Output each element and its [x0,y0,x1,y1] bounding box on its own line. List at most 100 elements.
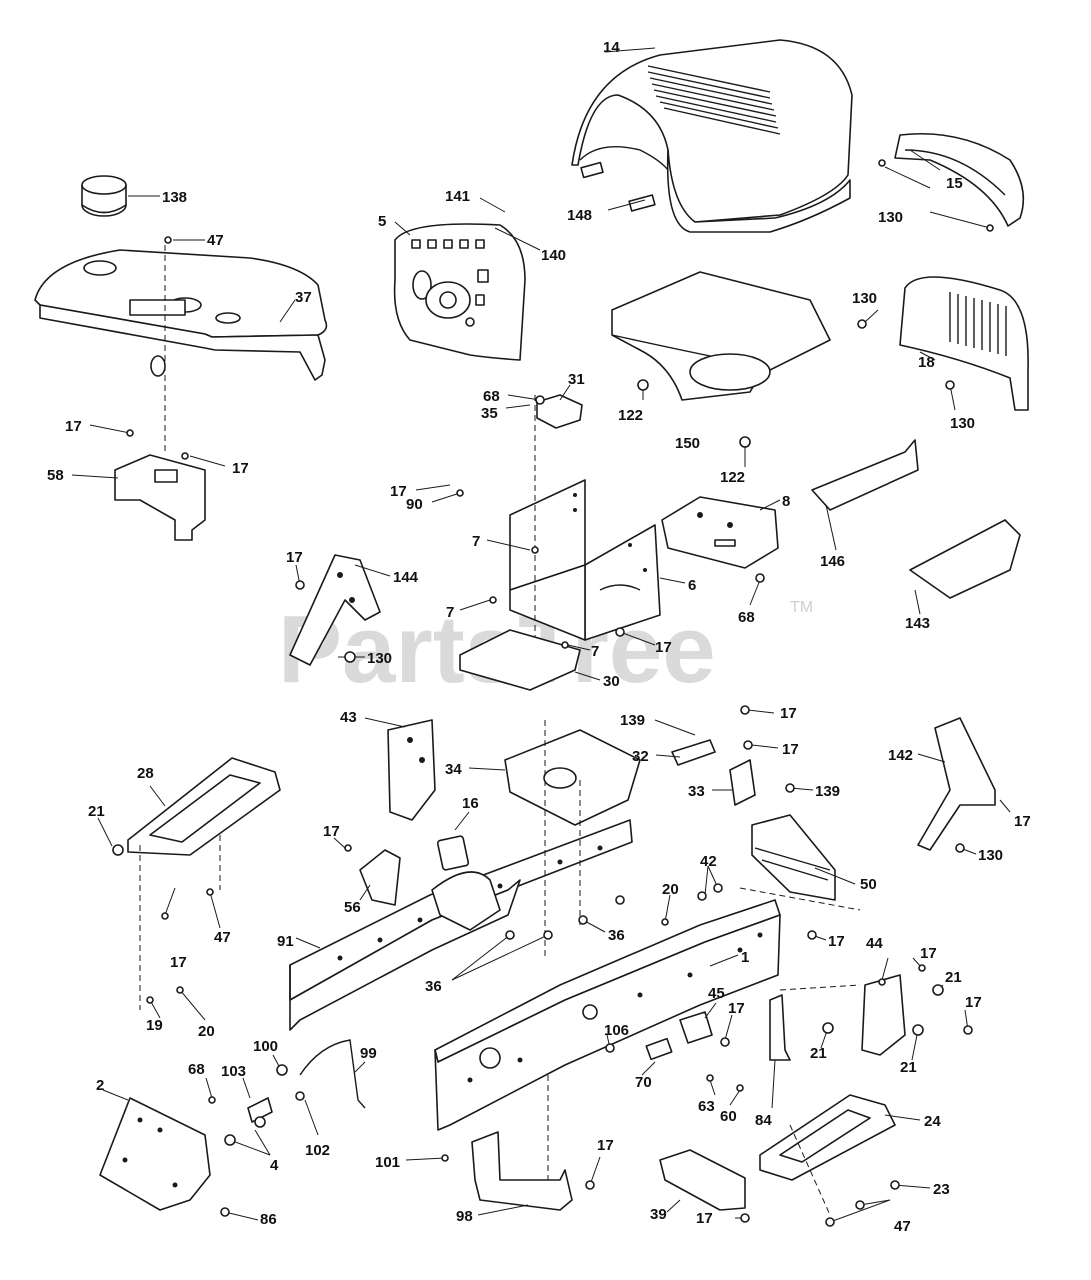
callout-4: 4 [270,1157,279,1174]
callout-63: 63 [698,1098,715,1115]
frame-right-part [434,899,781,1131]
bracket-45-part [679,1011,713,1044]
callout-6: 6 [688,577,696,594]
seat-pan-part [611,271,831,401]
callout-58: 58 [47,467,64,484]
bracket-31-part [536,394,583,429]
dash-panel-part [393,223,526,361]
callout-2: 2 [96,1077,104,1094]
callout-28: 28 [137,765,154,782]
bracket-142-part [917,717,996,851]
support-plate-part [661,496,779,569]
callout-90: 90 [406,496,423,513]
footrest-part [759,1094,896,1181]
callout-20: 20 [662,881,679,898]
callout-17: 17 [232,460,249,477]
frame-left-part [289,819,633,1031]
callout-68: 68 [188,1061,205,1078]
bracket-144-part [289,554,381,666]
callout-39: 39 [650,1206,667,1223]
callout-17: 17 [65,418,82,435]
bracket-56-part [359,849,401,906]
callout-106: 106 [604,1022,629,1039]
callout-150: 150 [675,435,700,452]
callout-47: 47 [894,1218,911,1235]
callout-43: 43 [340,709,357,726]
callout-17: 17 [780,705,797,722]
callout-31: 31 [568,371,585,388]
callout-32: 32 [632,748,649,765]
fuel-cap-part [81,175,127,217]
grommet-16-part [436,835,470,871]
callout-1: 1 [741,949,749,966]
callout-84: 84 [755,1112,772,1129]
bracket-50-part [751,814,836,901]
callout-15: 15 [946,175,963,192]
callout-36: 36 [608,927,625,944]
callout-30: 30 [603,673,620,690]
shield-143-part [909,519,1021,599]
callout-130: 130 [950,415,975,432]
bracket-33-part [729,759,756,806]
rod-99-part [299,1039,366,1109]
callout-17: 17 [965,994,982,1011]
callout-144: 144 [393,569,419,586]
callout-17: 17 [828,933,845,950]
seat-bracket-part [114,454,206,541]
callout-14: 14 [603,39,620,56]
callout-99: 99 [360,1045,377,1062]
callout-130: 130 [367,650,392,667]
callout-141: 141 [445,188,470,205]
callout-101: 101 [375,1154,400,1171]
plate-34-part [504,729,641,826]
bracket-98-part [471,1131,573,1211]
callout-37: 37 [295,289,312,306]
callout-44: 44 [866,935,883,952]
callout-7: 7 [591,643,599,660]
bracket-43-part [387,719,436,821]
callout-7: 7 [472,533,480,550]
callout-21: 21 [900,1059,917,1076]
callout-140: 140 [541,247,566,264]
callout-5: 5 [378,213,386,230]
plate-2-part [99,1097,211,1211]
callout-130: 130 [852,290,877,307]
callout-17: 17 [1014,813,1031,830]
hood-part [571,39,853,233]
grille-top-part [894,132,1025,227]
callout-17: 17 [920,945,937,962]
console-tower-part [509,479,661,641]
callout-17: 17 [655,639,672,656]
callout-130: 130 [878,209,903,226]
callout-17: 17 [390,483,407,500]
grille-part [899,276,1029,411]
pan-part [34,245,328,455]
callout-122: 122 [618,407,643,424]
callout-36: 36 [425,978,442,995]
callout-98: 98 [456,1208,473,1225]
plate-30-part [459,629,581,691]
callout-17: 17 [728,1000,745,1017]
bracket-84-part [769,994,791,1061]
callout-60: 60 [720,1108,737,1125]
callout-122: 122 [720,469,745,486]
callout-70: 70 [635,1074,652,1091]
callout-21: 21 [810,1045,827,1062]
callout-17: 17 [170,954,187,971]
bracket-44-part [861,974,906,1056]
shield-146-part [811,439,919,511]
callout-17: 17 [782,741,799,758]
callout-17: 17 [323,823,340,840]
callout-45: 45 [708,985,725,1002]
spacer-70-part [645,1037,673,1061]
callout-8: 8 [782,493,790,510]
callout-102: 102 [305,1142,330,1159]
bracket-32-part [671,739,716,766]
callout-130: 130 [978,847,1003,864]
hardware-markers [112,159,994,1227]
callout-34: 34 [445,761,462,778]
watermark-trademark: TM [790,599,813,616]
callout-100: 100 [253,1038,278,1055]
callout-23: 23 [933,1181,950,1198]
